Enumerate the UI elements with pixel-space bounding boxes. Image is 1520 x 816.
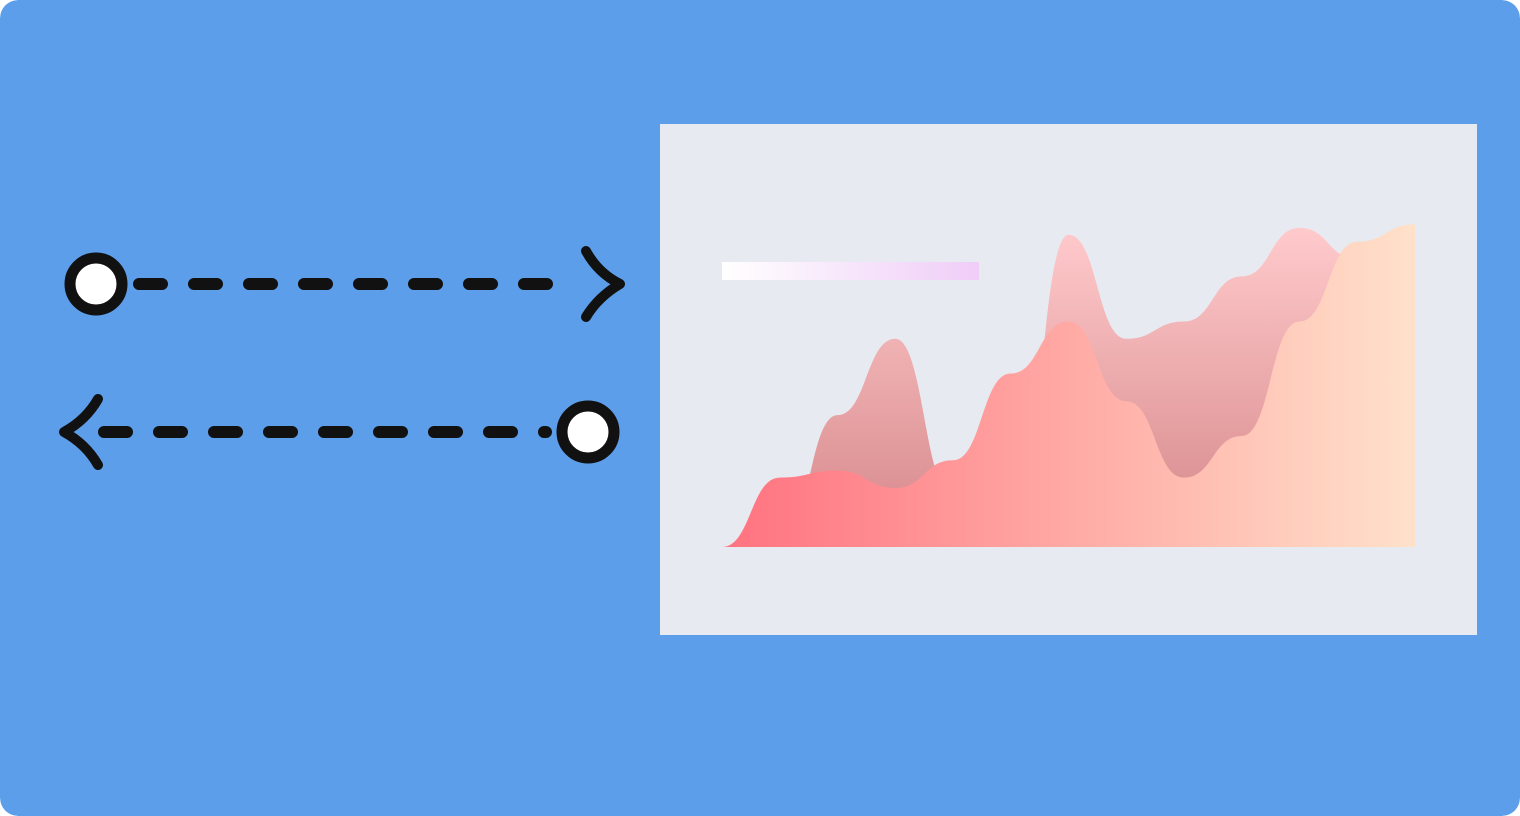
circle-node-icon xyxy=(556,400,620,464)
arrow-left-icon xyxy=(59,394,103,470)
chart-title-placeholder-bar xyxy=(722,262,979,280)
outgoing-connector xyxy=(64,246,625,322)
incoming-connector xyxy=(59,394,620,470)
arrow-right-icon xyxy=(581,246,625,322)
chart-panel xyxy=(660,124,1477,635)
circle-node-icon xyxy=(64,252,128,316)
area-chart-plot xyxy=(722,224,1415,548)
chart-area-series-2 xyxy=(722,224,1415,548)
